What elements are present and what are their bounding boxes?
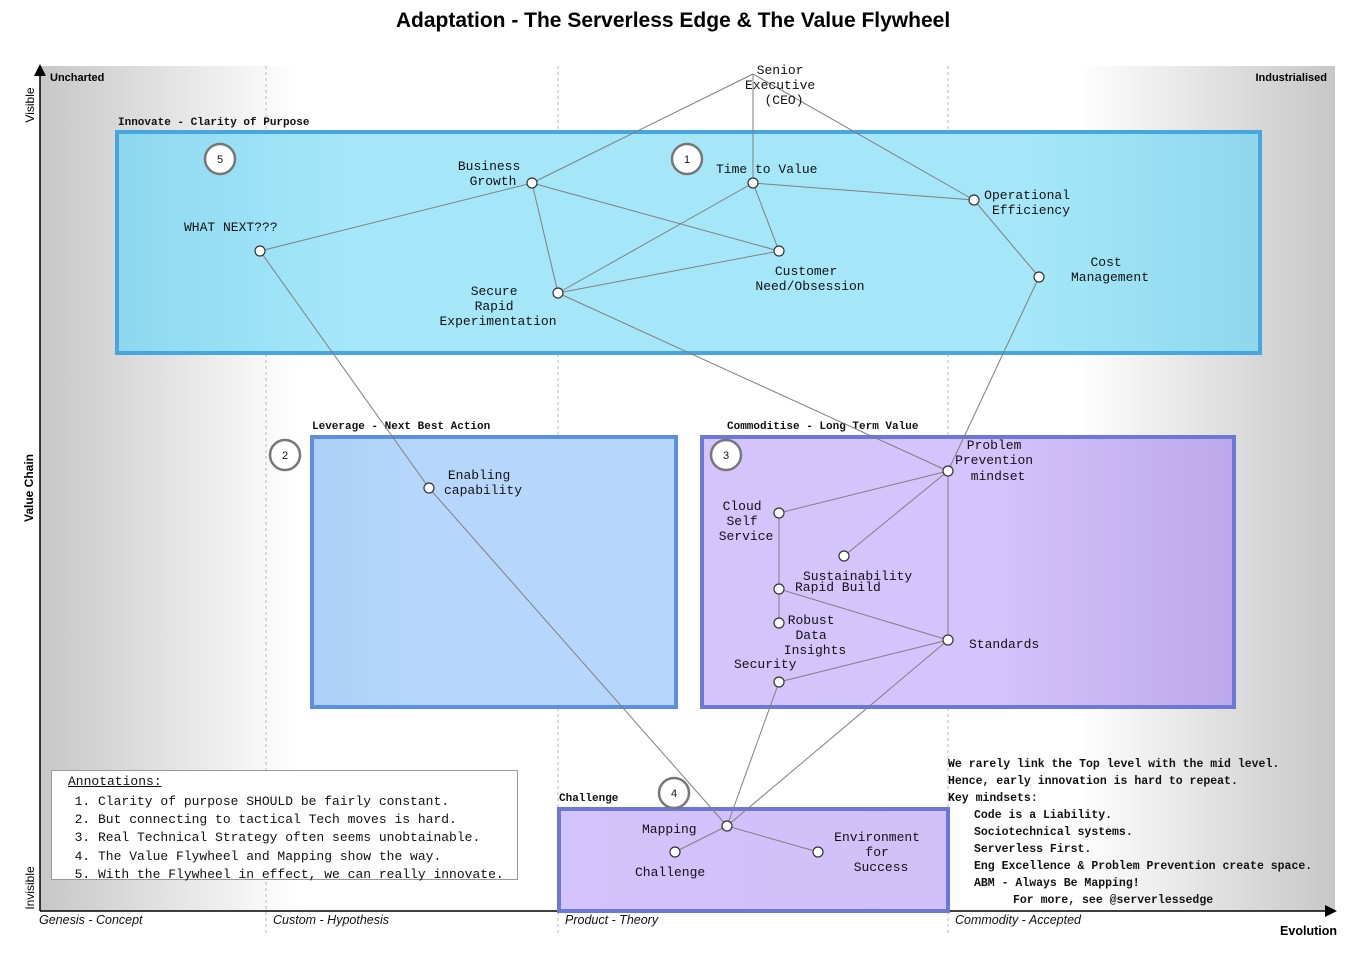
node-secure-rapid-experimentation[interactable] bbox=[552, 287, 564, 299]
mindset-item: Code is a Liability. bbox=[974, 809, 1113, 822]
rapid-build-label: Rapid Build bbox=[795, 580, 881, 595]
marker-1-label: 1 bbox=[684, 154, 690, 166]
annotations-list: Clarity of purpose SHOULD be fairly cons… bbox=[62, 793, 507, 884]
message-line-1: We rarely link the Top level with the mi… bbox=[948, 758, 1280, 771]
node-problem-prevention[interactable] bbox=[942, 465, 954, 477]
cost-management-label: Cost Management bbox=[1071, 255, 1149, 285]
y-axis-arrow-icon bbox=[34, 64, 46, 76]
marker-4-label: 4 bbox=[671, 788, 677, 800]
x-axis-arrow-icon bbox=[1325, 905, 1337, 917]
mindset-item: ABM - Always Be Mapping! bbox=[974, 877, 1140, 890]
sustainability-label: Sustainability bbox=[803, 569, 912, 584]
commoditise-region-label: Commoditise - Long Term Value bbox=[727, 421, 919, 433]
stage-product: Product - Theory bbox=[565, 913, 659, 927]
cloud-self-service-label: Cloud Self Service bbox=[719, 499, 774, 544]
value-chain-label: Value Chain bbox=[22, 454, 36, 522]
page-title: Adaptation - The Serverless Edge & The V… bbox=[396, 9, 950, 32]
leverage-region-label: Leverage - Next Best Action bbox=[312, 421, 490, 433]
mindset-item: Serverless First. bbox=[974, 843, 1092, 856]
marker-5-label: 5 bbox=[217, 154, 223, 166]
challenge-region bbox=[557, 807, 950, 913]
uncharted-label: Uncharted bbox=[50, 72, 104, 84]
annotation-item: But connecting to tactical Tech moves is… bbox=[98, 811, 507, 829]
enabling-capability-label: Enabling capability bbox=[444, 468, 522, 498]
invisible-label: Invisible bbox=[23, 866, 37, 910]
challenge-label: Challenge bbox=[635, 865, 705, 880]
annotations-box: Annotations: Clarity of purpose SHOULD b… bbox=[51, 770, 518, 882]
environment-for-success-label: Environment for Success bbox=[834, 830, 928, 875]
marker-2-label: 2 bbox=[282, 450, 288, 462]
stage-custom: Custom - Hypothesis bbox=[273, 913, 389, 927]
node-operational-efficiency[interactable] bbox=[968, 194, 980, 206]
commoditise-region bbox=[700, 435, 1236, 709]
node-environment-for-success[interactable] bbox=[812, 846, 824, 858]
marker-3 bbox=[709, 438, 743, 472]
problem-prevention-label: Problem Prevention mindset bbox=[955, 438, 1041, 484]
customer-need-label: Customer Need/Obsession bbox=[755, 264, 864, 294]
node-time-to-value[interactable] bbox=[747, 177, 759, 189]
node-cost-management[interactable] bbox=[1033, 271, 1045, 283]
node-robust-data-insights[interactable] bbox=[773, 617, 785, 629]
message-block: We rarely link the Top level with the mi… bbox=[948, 756, 1344, 909]
annotation-item: With the Flywheel in effect, we can real… bbox=[98, 866, 507, 884]
secure-rapid-experimentation-label: Secure Rapid Experimentation bbox=[439, 284, 556, 329]
node-what-next[interactable] bbox=[254, 245, 266, 257]
node-rapid-build[interactable] bbox=[773, 583, 785, 595]
annotation-item: Real Technical Strategy often seems unob… bbox=[98, 829, 507, 847]
annotation-item: The Value Flywheel and Mapping show the … bbox=[98, 848, 507, 866]
footer-link[interactable]: For more, see @serverlessedge bbox=[1013, 894, 1214, 907]
node-security[interactable] bbox=[773, 676, 785, 688]
node-standards[interactable] bbox=[942, 634, 954, 646]
marker-4 bbox=[657, 776, 691, 810]
marker-3-label: 3 bbox=[723, 450, 729, 462]
node-enabling-capability[interactable] bbox=[423, 482, 435, 494]
mapping-label: Mapping bbox=[642, 822, 697, 837]
node-challenge[interactable] bbox=[669, 846, 681, 858]
standards-label: Standards bbox=[969, 637, 1039, 652]
node-customer-need[interactable] bbox=[773, 245, 785, 257]
mindsets-heading: Key mindsets: bbox=[948, 792, 1038, 805]
mindset-item: Eng Excellence & Problem Prevention crea… bbox=[974, 860, 1313, 873]
component-nodes bbox=[254, 177, 1045, 858]
stage-genesis: Genesis - Concept bbox=[39, 913, 143, 927]
what-next-label: WHAT NEXT??? bbox=[184, 220, 278, 235]
node-business-growth[interactable] bbox=[526, 177, 538, 189]
annotation-item: Clarity of purpose SHOULD be fairly cons… bbox=[98, 793, 507, 811]
operational-efficiency-label: Operational Efficiency bbox=[984, 188, 1078, 218]
node-mapping[interactable] bbox=[721, 820, 733, 832]
security-label: Security bbox=[734, 657, 797, 672]
message-line-2: Hence, early innovation is hard to repea… bbox=[948, 775, 1238, 788]
ceo-label: Senior Executive (CEO) bbox=[745, 63, 823, 108]
visible-label: Visible bbox=[23, 87, 37, 122]
business-growth-label: Business Growth bbox=[458, 159, 528, 189]
marker-5 bbox=[203, 142, 237, 176]
industrialised-label: Industrialised bbox=[1255, 72, 1327, 84]
challenge-region-label: Challenge bbox=[559, 793, 619, 805]
node-cloud-self-service[interactable] bbox=[773, 507, 785, 519]
node-sustainability[interactable] bbox=[838, 550, 850, 562]
marker-2 bbox=[268, 438, 302, 472]
annotations-heading: Annotations: bbox=[68, 774, 162, 789]
mindset-item: Sociotechnical systems. bbox=[974, 826, 1133, 839]
innovate-region-label: Innovate - Clarity of Purpose bbox=[118, 117, 310, 129]
marker-1 bbox=[670, 142, 704, 176]
links bbox=[259, 73, 1040, 853]
stage-commodity: Commodity - Accepted bbox=[955, 913, 1082, 927]
evolution-label: Evolution bbox=[1280, 924, 1337, 938]
time-to-value-label: Time to Value bbox=[716, 162, 817, 177]
leverage-region bbox=[310, 435, 678, 709]
robust-data-insights-label: Robust Data Insights bbox=[784, 613, 846, 658]
